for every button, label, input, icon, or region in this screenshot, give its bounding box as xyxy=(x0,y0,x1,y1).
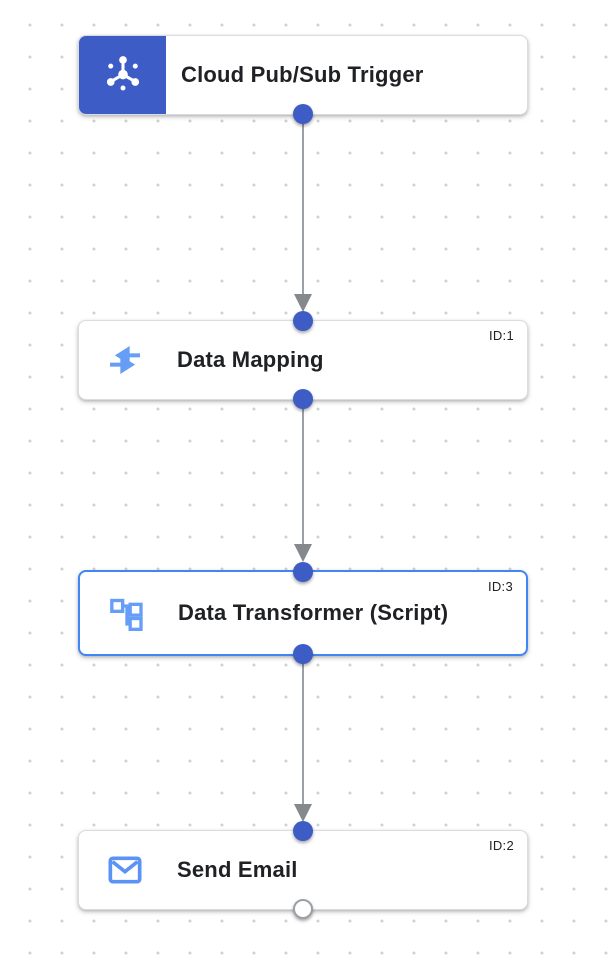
send-email-icon xyxy=(105,850,145,890)
node-id-badge: ID:2 xyxy=(488,838,514,853)
output-port[interactable] xyxy=(293,389,313,409)
edge-connector xyxy=(294,407,312,562)
input-port[interactable] xyxy=(293,562,313,582)
edge-connector xyxy=(294,122,312,312)
node-id-badge: ID:3 xyxy=(487,579,513,594)
input-port[interactable] xyxy=(293,821,313,841)
output-port[interactable] xyxy=(293,104,313,124)
node-data-transformer[interactable]: Data Transformer (Script) ID:3 xyxy=(78,562,528,664)
output-port-unconnected[interactable] xyxy=(293,899,313,919)
edge-connector xyxy=(294,663,312,822)
node-data-mapping[interactable]: Data Mapping ID:1 xyxy=(78,311,528,409)
node-title: Data Transformer (Script) xyxy=(178,600,449,625)
pubsub-icon xyxy=(100,50,146,101)
node-id-badge: ID:1 xyxy=(488,328,514,343)
input-port[interactable] xyxy=(293,311,313,331)
trigger-accent-block xyxy=(79,36,166,114)
node-send-email[interactable]: Send Email ID:2 xyxy=(78,821,528,919)
data-transformer-icon xyxy=(106,593,146,633)
node-title: Send Email xyxy=(177,857,298,882)
node-title: Cloud Pub/Sub Trigger xyxy=(181,62,424,87)
data-mapping-icon xyxy=(105,340,145,380)
node-title: Data Mapping xyxy=(177,347,324,372)
output-port[interactable] xyxy=(293,644,313,664)
node-cloud-pubsub-trigger[interactable]: Cloud Pub/Sub Trigger xyxy=(78,35,528,124)
